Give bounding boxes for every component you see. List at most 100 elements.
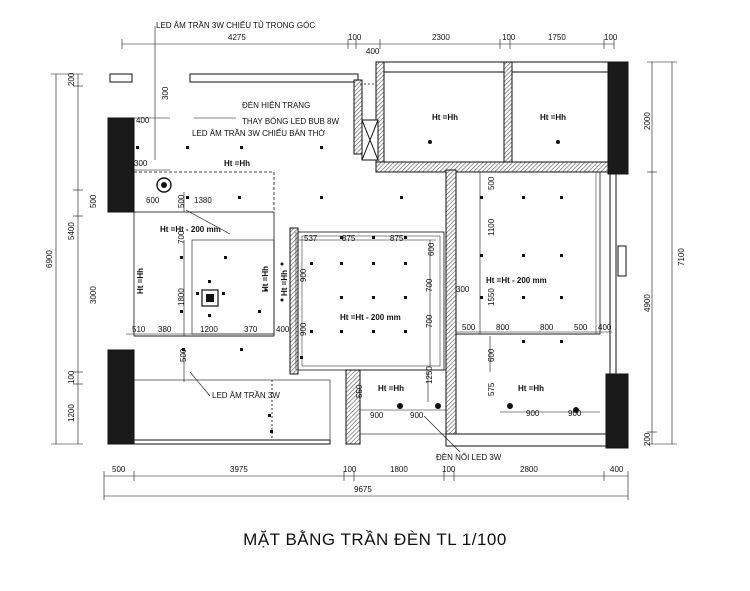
- dim-bottom-6: 2800: [520, 465, 538, 474]
- dim-left-4: 500: [89, 194, 98, 208]
- dim-top-2: 100: [348, 33, 362, 42]
- dim-inner-36: 600: [487, 348, 496, 362]
- room-label-mid-strip: Ht =Hh: [261, 266, 270, 292]
- dimension-lines: [51, 26, 677, 500]
- dim-total: 9675: [354, 485, 372, 494]
- dim-inner-38: 900: [526, 409, 540, 418]
- dim-left-3: 6900: [45, 250, 54, 268]
- annotation-den-hien-trang: ĐÈN HIỆN TRẠNG: [242, 101, 310, 110]
- dim-top-7: 400: [366, 47, 380, 56]
- dim-bottom-1: 500: [112, 465, 126, 474]
- dim-inner-28: 1100: [487, 218, 496, 236]
- dim-top-4: 100: [502, 33, 516, 42]
- room-label-5: Ht =Hh: [518, 384, 544, 393]
- dim-inner-22: 900: [299, 322, 308, 336]
- wall-partition-center: [289, 227, 299, 375]
- dim-inner-18: 600: [427, 242, 436, 256]
- dim-bottom-7: 400: [610, 465, 624, 474]
- downlight-icons: [136, 146, 563, 433]
- dim-inner-5: 500: [177, 194, 186, 208]
- wall-partition-bottom: [345, 369, 361, 445]
- wall-top: [189, 73, 359, 83]
- annotation-led-am-tran: LED ÂM TRẦN 3W: [212, 390, 280, 400]
- existing-light-icon: [156, 177, 172, 193]
- annotation-den-noi: ĐÈN NỔI LED 3W: [436, 453, 502, 462]
- dim-inner-15: 537: [304, 234, 318, 243]
- wall-left-lower: [107, 349, 135, 445]
- dim-inner-37: 575: [487, 382, 496, 396]
- dim-inner-17: 875: [390, 234, 404, 243]
- dim-inner-39: 900: [568, 409, 582, 418]
- dim-inner-21: 700: [425, 314, 434, 328]
- dimension-text: 4275 100 2300 100 1750 100 400 500 3975 …: [45, 33, 686, 494]
- room-label-strip-3: Ht =Hh: [280, 270, 289, 296]
- light-fixtures: [136, 140, 579, 433]
- wall-top-left-stub: [109, 73, 133, 83]
- dim-inner-13: 400: [276, 325, 290, 334]
- dim-inner-4: 600: [146, 196, 160, 205]
- dim-left-2: 5400: [67, 222, 76, 240]
- dim-top-1: 4275: [228, 33, 246, 42]
- dim-inner-8: 1800: [177, 288, 186, 306]
- dim-bottom-4: 1800: [390, 465, 408, 474]
- wall-bottom-left: [133, 439, 331, 445]
- annotation-thay-bong: THAY BÓNG LED BUB 8W: [242, 117, 340, 126]
- dim-inner-35: 400: [598, 323, 612, 332]
- room-label-4: Ht =Hh: [378, 384, 404, 393]
- interior-lines: [133, 71, 609, 441]
- wall-bottom-right: [445, 433, 607, 447]
- room-label-ceiling-a: Ht =Ht - 200 mm: [160, 225, 221, 234]
- dim-inner-25: 1250: [425, 366, 434, 384]
- dim-inner-12: 370: [244, 325, 258, 334]
- dim-bottom-2: 3975: [230, 465, 248, 474]
- wall-vertical-middle: [445, 169, 457, 435]
- wall-left-of-shaft: [353, 79, 363, 155]
- dim-inner-29: 1550: [487, 288, 496, 306]
- dim-inner-26: 900: [410, 411, 424, 420]
- dim-right-3: 4900: [643, 294, 652, 312]
- dim-inner-14: 500: [179, 348, 188, 362]
- dim-inner-7: 700: [177, 230, 186, 244]
- dim-right-1: 2000: [643, 112, 652, 130]
- room-label-3: Ht =Hh: [224, 159, 250, 168]
- annotations: LED ÂM TRẦN 3W CHIẾU TỦ TRONG GÓC ĐÈN HI…: [156, 20, 502, 462]
- dim-inner-20: 700: [425, 278, 434, 292]
- room-labels: Ht =Hh Ht =Hh Ht =Hh Ht =Ht - 200 mm Ht …: [136, 113, 566, 393]
- wall-top-right: [375, 61, 611, 73]
- drawing-title: MẶT BẰNG TRẦN ĐÈN TL 1/100: [243, 530, 507, 549]
- wall-left-upper: [107, 117, 135, 213]
- room-label-2: Ht =Hh: [540, 113, 566, 122]
- room-label-ceiling-c: Ht =Ht - 200 mm: [486, 276, 547, 285]
- dim-inner-31: 500: [462, 323, 476, 332]
- dim-bottom-3: 100: [343, 465, 357, 474]
- walls: [107, 61, 629, 449]
- chandelier-icon: [201, 289, 219, 307]
- surface-light-icons: [264, 140, 579, 413]
- room-label-1: Ht =Hh: [432, 113, 458, 122]
- dim-inner-9: 510: [132, 325, 146, 334]
- dim-inner-2: 400: [136, 116, 150, 125]
- dim-right-4: 200: [643, 432, 652, 446]
- dim-inner-32: 800: [496, 323, 510, 332]
- dim-left-1: 200: [67, 72, 76, 86]
- dim-inner-33: 800: [540, 323, 554, 332]
- room-label-left-strip: Ht =Hh: [136, 268, 145, 294]
- dim-inner-10: 380: [158, 325, 172, 334]
- dim-inner-19: 900: [299, 268, 308, 282]
- dim-right-2: 7100: [677, 248, 686, 266]
- dim-inner-30: 300: [456, 285, 470, 294]
- dim-top-3: 2300: [432, 33, 450, 42]
- wall-room-divider: [503, 61, 513, 173]
- annotation-led-ban-tho: LED ÂM TRẦN 3W CHIẾU BÀN THỜ: [192, 128, 325, 138]
- dim-inner-27: 500: [487, 176, 496, 190]
- dim-inner-11: 1200: [200, 325, 218, 334]
- dim-top-5: 1750: [548, 33, 566, 42]
- dim-left-5: 3000: [89, 286, 98, 304]
- dim-inner-23: 550: [355, 384, 364, 398]
- dim-inner-3: 300: [134, 159, 148, 168]
- dim-top-6: 100: [604, 33, 618, 42]
- wall-rooms-bottom: [375, 161, 609, 173]
- dim-inner-6: 1380: [194, 196, 212, 205]
- dim-left-6: 100: [67, 370, 76, 384]
